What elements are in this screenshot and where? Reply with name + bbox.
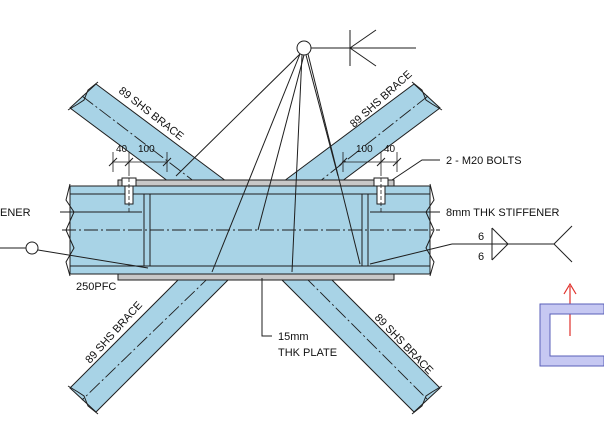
plate-label-line2: THK PLATE: [278, 347, 337, 359]
weld-leader-top: [175, 29, 416, 273]
bolt-leader: 2 - M20 BOLTS: [391, 155, 522, 181]
channel-break-right: [425, 183, 435, 277]
dim-right-100: 100: [356, 144, 373, 155]
channel-break-left: [65, 183, 75, 277]
weld-symbol-right: 6 6: [369, 225, 573, 265]
plate-leader: 15mm THK PLATE: [261, 278, 337, 359]
stiffener-right-label: 8mm THK STIFFENER: [446, 207, 560, 219]
dim-right-40: 40: [384, 144, 396, 155]
plate-label-line1: 15mm: [278, 331, 309, 343]
weld-size-bottom: 6: [478, 251, 484, 263]
dim-left-40: 40: [116, 144, 128, 155]
brace-break-lines: [67, 81, 443, 415]
channel-label: 250PFC: [76, 281, 116, 293]
weld-leader-left: [0, 241, 149, 269]
gusset-plate: [117, 179, 395, 281]
stiffener-left-leader: ENER: [0, 207, 142, 219]
stiffener-left-label: ENER: [0, 207, 31, 219]
stiffener-right-leader: 8mm THK STIFFENER: [370, 207, 560, 219]
bolt-label: 2 - M20 BOLTS: [446, 155, 522, 167]
dim-left-100: 100: [138, 144, 155, 155]
dimension-right: 100 40: [338, 144, 402, 172]
stiffener-left: [143, 194, 151, 266]
bolt-right: [373, 172, 389, 212]
stiffener-right: [361, 194, 369, 266]
weld-size-top: 6: [478, 231, 484, 243]
bolt-left: [121, 172, 137, 212]
dimension-left: 40 100: [108, 144, 172, 172]
inset-section-icon: [539, 303, 604, 367]
